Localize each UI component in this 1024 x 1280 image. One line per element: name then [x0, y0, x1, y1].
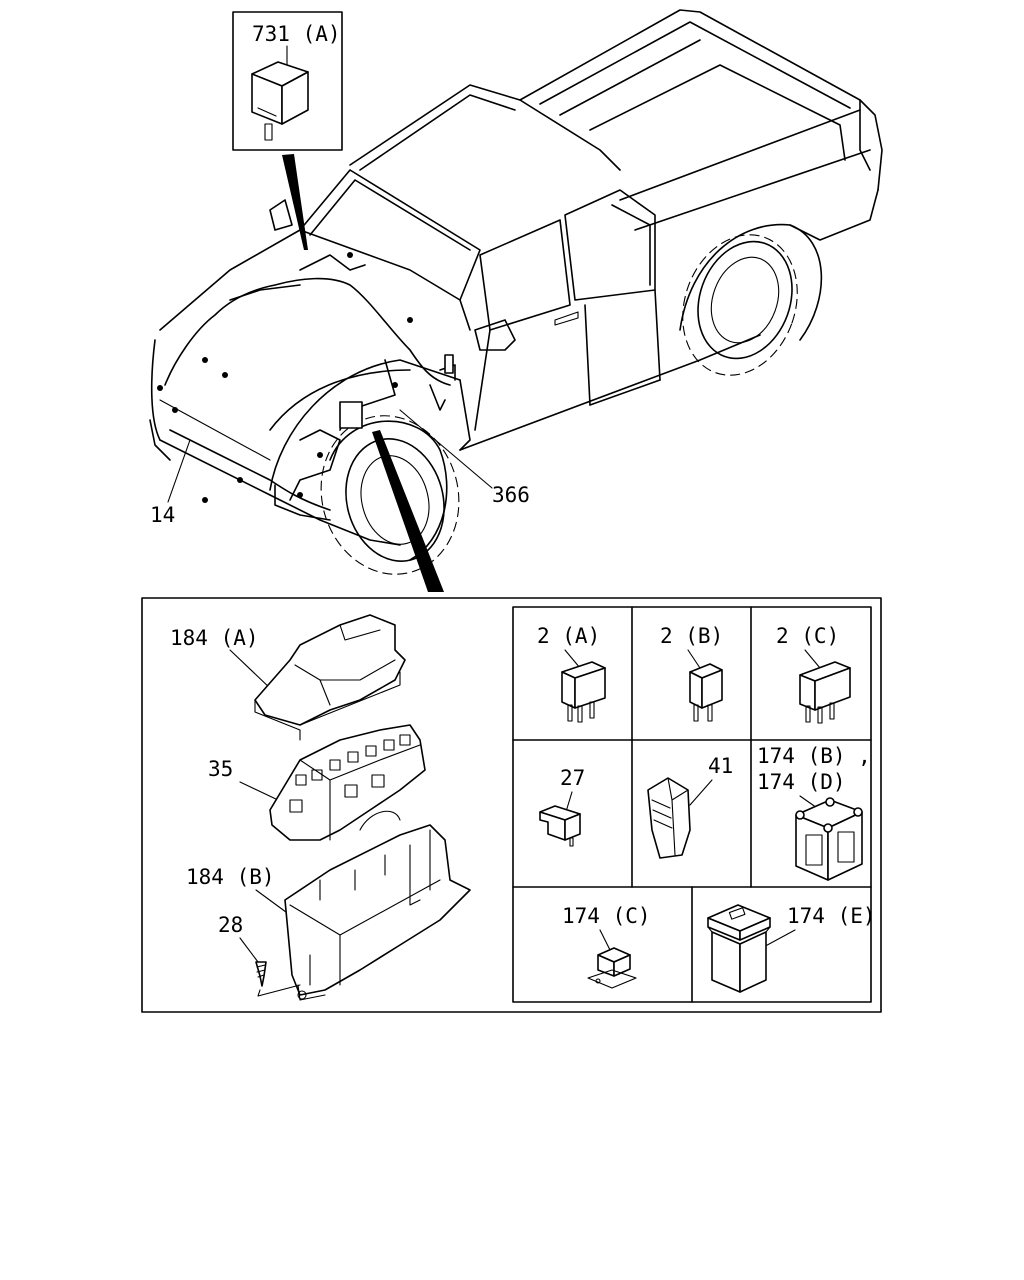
fuse-174c-cell: 174 (C) — [562, 904, 651, 989]
fusebox-cover-icon — [254, 614, 406, 741]
fuse-2c-icon — [799, 661, 851, 724]
label-fusebox-cover: 184 (A) — [170, 626, 259, 650]
label-fusebox-lower: 184 (B) — [186, 865, 275, 889]
relay-inset: 731 (A) — [232, 11, 343, 151]
fuse-174e-icon — [707, 904, 771, 993]
label-fuse-174c: 174 (C) — [562, 904, 651, 928]
fuse-2b-icon — [689, 663, 723, 722]
fuse-2a-icon — [561, 661, 606, 723]
label-fuse-174e: 174 (E) — [787, 904, 876, 928]
fusebox-block-icon — [269, 724, 426, 841]
part-41-cell: 41 — [647, 754, 733, 859]
fusebox-exploded-view: 184 (A) 35 1 — [170, 614, 471, 1001]
wiring-harness — [157, 252, 456, 521]
label-fuse-2b: 2 (B) — [660, 624, 723, 648]
label-fuse-2a: 2 (A) — [537, 624, 600, 648]
fusebox-panel-frame — [141, 597, 882, 1013]
label-fusebox-block: 35 — [208, 757, 233, 781]
fuse-2c-cell: 2 (C) — [776, 624, 851, 724]
fusebox-leader-wedge — [372, 430, 444, 592]
label-screw: 28 — [218, 913, 243, 937]
pickup-truck-illustration — [149, 9, 883, 575]
fuse-174c-icon — [587, 947, 637, 989]
fuse-2b-cell: 2 (B) — [660, 624, 723, 722]
fuse-174bd-icon — [795, 797, 863, 881]
fuse-174e-cell: 174 (E) — [707, 904, 876, 993]
relay-icon — [251, 61, 309, 141]
part-41-icon — [647, 777, 691, 859]
part-27-icon — [539, 805, 581, 847]
label-bracket: 366 — [492, 483, 530, 507]
fuse-parts-grid: 2 (A) 2 (B) 2 (C) — [512, 606, 876, 1003]
fuse-174bd-cell: 174 (B) , 174 (D) — [757, 744, 871, 881]
part-27-cell: 27 — [539, 766, 585, 847]
label-relay: 731 (A) — [252, 22, 341, 46]
relay-inset-frame — [232, 11, 343, 151]
fusebox-lower-case-icon — [284, 824, 471, 1001]
label-fuse-2c: 2 (C) — [776, 624, 839, 648]
label-part-41: 41 — [708, 754, 733, 778]
relay-leader-wedge — [282, 154, 308, 250]
label-part-27: 27 — [560, 766, 585, 790]
label-fuse-174d: 174 (D) — [757, 770, 846, 794]
label-harness: 14 — [150, 503, 175, 527]
screw-icon — [255, 961, 301, 997]
label-fuse-174b: 174 (B) , — [757, 744, 871, 768]
fuse-2a-cell: 2 (A) — [537, 624, 606, 723]
